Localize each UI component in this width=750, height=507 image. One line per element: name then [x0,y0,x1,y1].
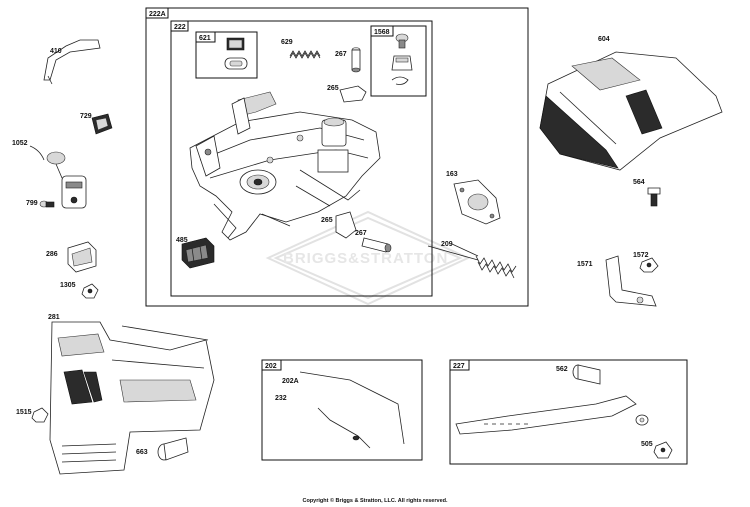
svg-text:281: 281 [48,314,60,321]
group-621: 621 [195,31,258,79]
part-1305-nut [81,283,99,299]
svg-text:202A: 202A [282,378,299,385]
part-629-spring [289,50,321,59]
svg-text:1572: 1572 [633,252,649,259]
svg-text:1052: 1052 [12,140,28,147]
part-799-screw [39,200,55,208]
svg-text:505: 505 [641,441,653,448]
svg-text:485: 485 [176,237,188,244]
part-267-pin [351,47,361,73]
svg-text:564: 564 [633,179,645,186]
part-1052-solenoid [29,145,87,209]
part-1515-nut [31,407,49,423]
part-729-connector [91,113,113,135]
svg-text:629: 629 [281,39,293,46]
svg-text:222: 222 [174,24,186,31]
svg-text:1571: 1571 [577,261,593,268]
svg-text:163: 163 [446,171,458,178]
part-265-clip [339,85,367,103]
watermark-text: BRIGGS&STRATTON [283,250,448,267]
group-1568: 1568 [370,25,427,97]
svg-text:265: 265 [321,217,333,224]
svg-text:209: 209 [441,241,453,248]
part-604-cover [539,51,723,171]
group-222A: 222A 222 621 1568 [145,7,529,307]
svg-text:265: 265 [327,85,339,92]
governor-bracket-assembly [189,91,381,241]
svg-text:799: 799 [26,200,38,207]
part-1571-bracket [605,255,657,307]
part-267-pin-lower [361,237,392,253]
svg-text:267: 267 [355,230,367,237]
part-163-gasket [453,179,501,225]
part-1572-nut [639,257,659,273]
svg-text:1515: 1515 [16,409,32,416]
part-209-spring [427,245,517,279]
svg-text:232: 232 [275,395,287,402]
copyright-notice: Copyright © Briggs & Stratton, LLC. All … [302,498,448,504]
svg-text:729: 729 [80,113,92,120]
svg-text:286: 286 [46,251,58,258]
part-281-panel [49,321,215,475]
svg-text:663: 663 [136,449,148,456]
svg-text:1305: 1305 [60,282,76,289]
svg-text:621: 621 [199,35,211,42]
svg-text:562: 562 [556,366,568,373]
part-663-bolt [157,437,189,461]
svg-text:222A: 222A [149,11,166,18]
part-485-block [181,237,215,269]
part-286-module [67,241,97,273]
part-410-hose [43,39,101,85]
svg-text:604: 604 [598,36,610,43]
svg-text:202: 202 [265,363,277,370]
svg-text:267: 267 [335,51,347,58]
part-564-bolt [647,187,661,207]
group-202: 202 202A 232 [261,359,423,461]
watermark: BRIGGS&STRATTON [265,210,471,306]
group-222: 222 [170,20,433,297]
svg-text:1568: 1568 [374,29,390,36]
svg-text:227: 227 [453,363,465,370]
part-265-clip-lower [335,211,357,239]
svg-text:410: 410 [50,48,62,55]
group-227: 227 562 505 [449,359,688,465]
